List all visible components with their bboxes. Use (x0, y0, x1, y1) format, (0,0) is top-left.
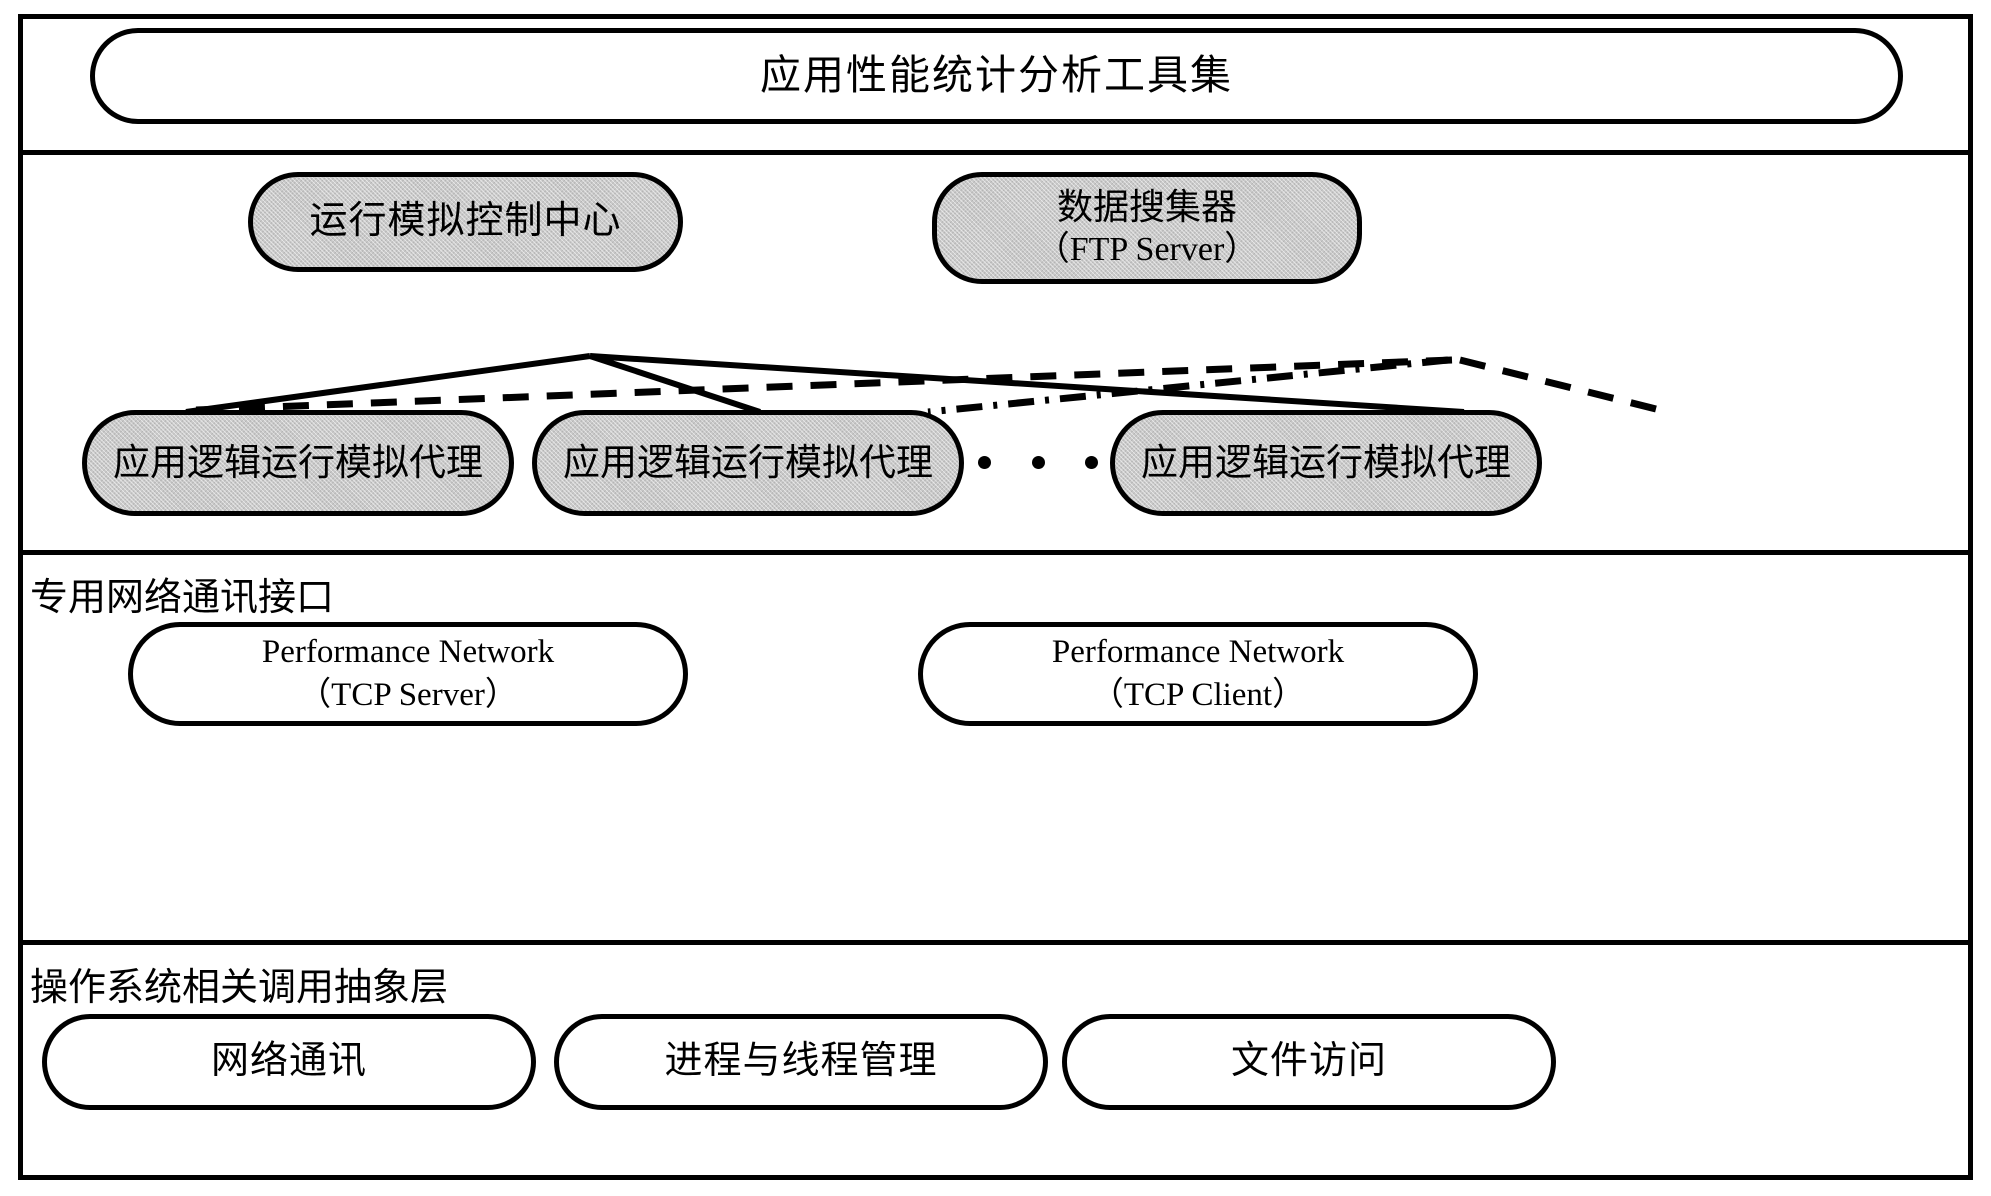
node-perf-net-server-line1: Performance Network (261, 633, 555, 670)
node-tools-suite[interactable]: 应用性能统计分析工具集 (90, 28, 1903, 124)
os-layer-title: 操作系统相关调用抽象层 (30, 967, 449, 1009)
node-perf-net-server-line2: （TCP Server） (298, 677, 518, 713)
node-os-process[interactable]: 进程与线程管理 (554, 1014, 1048, 1110)
ellipsis-dot (978, 455, 991, 469)
network-layer-title: 专用网络通讯接口 (30, 577, 335, 619)
node-agent-3[interactable]: 应用逻辑运行模拟代理 (1110, 410, 1542, 516)
agents-ellipsis (978, 442, 1098, 482)
ellipsis-dot (1031, 455, 1045, 469)
network-layer-band (18, 550, 1973, 940)
core-layer-band (18, 150, 1973, 550)
node-os-network[interactable]: 网络通讯 (42, 1014, 536, 1110)
os-layer-band (18, 940, 1973, 1180)
node-data-collector-line1: 数据搜集器 (1056, 186, 1237, 228)
node-perf-net-client[interactable]: Performance Network （TCP Client） (918, 622, 1478, 726)
node-control-center[interactable]: 运行模拟控制中心 (248, 172, 683, 272)
node-perf-net-client-line2: （TCP Client） (1090, 677, 1306, 713)
diagram-outer-frame (18, 14, 1973, 1180)
node-agent-2[interactable]: 应用逻辑运行模拟代理 (532, 410, 964, 516)
ellipsis-dot (1085, 455, 1098, 469)
node-data-collector-line2: （FTP Server） (1035, 231, 1259, 269)
node-os-file[interactable]: 文件访问 (1062, 1014, 1556, 1110)
node-perf-net-server[interactable]: Performance Network （TCP Server） (128, 622, 688, 726)
node-perf-net-client-line1: Performance Network (1051, 633, 1345, 670)
node-agent-1[interactable]: 应用逻辑运行模拟代理 (82, 410, 514, 516)
node-data-collector[interactable]: 数据搜集器 （FTP Server） (932, 172, 1362, 284)
